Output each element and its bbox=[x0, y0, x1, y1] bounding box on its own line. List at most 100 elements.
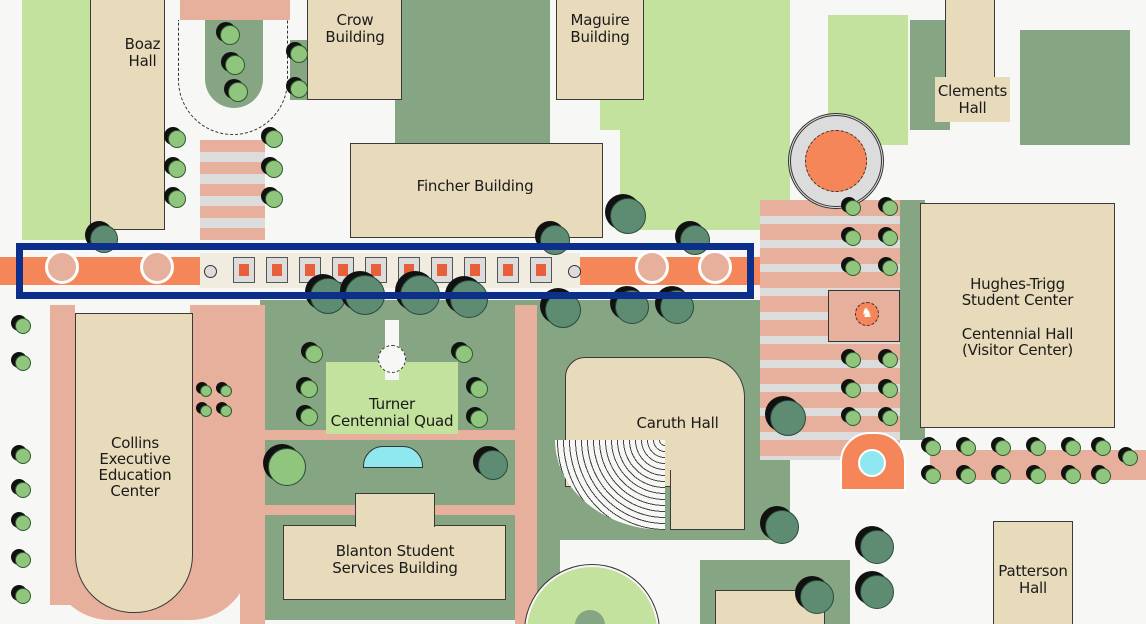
tree bbox=[845, 260, 861, 276]
tree bbox=[220, 405, 232, 417]
walkway-bench-4 bbox=[332, 257, 354, 283]
tree bbox=[1122, 450, 1138, 466]
turner-quad-fountain-circle bbox=[378, 345, 406, 373]
tree bbox=[15, 588, 31, 604]
tree bbox=[995, 440, 1011, 456]
east-fountain-water bbox=[858, 449, 886, 477]
paving-boaz-south bbox=[200, 140, 265, 240]
east-fountain-plaza bbox=[840, 432, 906, 491]
tree bbox=[220, 385, 232, 397]
tree bbox=[845, 200, 861, 216]
tree bbox=[470, 410, 488, 428]
tree bbox=[15, 515, 31, 531]
large-tree bbox=[680, 225, 710, 255]
tree bbox=[15, 318, 31, 334]
tree bbox=[290, 45, 308, 63]
tree bbox=[925, 468, 941, 484]
tree bbox=[305, 345, 323, 363]
tree bbox=[228, 82, 248, 102]
grass-clements-right bbox=[1020, 30, 1130, 145]
lawn-east-strip bbox=[760, 0, 790, 215]
highlighted-walkway-box[interactable] bbox=[16, 243, 754, 299]
collins-center-building[interactable] bbox=[75, 313, 193, 613]
tree bbox=[882, 352, 898, 368]
boaz-hall-building[interactable] bbox=[90, 0, 165, 230]
walkway-planter-3 bbox=[635, 250, 669, 284]
large-tree bbox=[478, 450, 508, 480]
tree bbox=[168, 190, 186, 208]
large-tree bbox=[860, 575, 894, 609]
tree bbox=[1030, 468, 1046, 484]
walkway-bench-3 bbox=[299, 257, 321, 283]
south-circle-garden-center bbox=[575, 610, 605, 624]
tree bbox=[15, 355, 31, 371]
crow-building[interactable] bbox=[307, 0, 402, 100]
hughes-trigg-building[interactable] bbox=[920, 203, 1115, 428]
tree bbox=[960, 468, 976, 484]
tree bbox=[220, 25, 240, 45]
tree bbox=[882, 200, 898, 216]
tree bbox=[225, 55, 245, 75]
paving-quad-cross bbox=[262, 430, 517, 440]
tree bbox=[1065, 468, 1081, 484]
patterson-hall-building[interactable] bbox=[993, 521, 1073, 624]
tree bbox=[995, 468, 1011, 484]
tree bbox=[300, 408, 318, 426]
walkway-planter-2 bbox=[140, 250, 174, 284]
clements-hall-building[interactable] bbox=[945, 0, 995, 80]
walkway-bench-2 bbox=[266, 257, 288, 283]
paving-quad-east bbox=[515, 305, 537, 624]
tree bbox=[300, 380, 318, 398]
tree bbox=[882, 260, 898, 276]
large-tree bbox=[610, 198, 646, 234]
large-tree bbox=[540, 225, 570, 255]
tree bbox=[265, 130, 283, 148]
tree bbox=[1065, 440, 1081, 456]
tree bbox=[265, 190, 283, 208]
large-tree bbox=[800, 580, 834, 614]
mustang-statue-icon: ♞ bbox=[855, 302, 879, 326]
tree bbox=[290, 80, 308, 98]
fincher-building-label: Fincher Building bbox=[416, 177, 534, 195]
tree bbox=[882, 382, 898, 398]
tree bbox=[1095, 468, 1111, 484]
tree bbox=[265, 160, 283, 178]
tree bbox=[960, 440, 976, 456]
tree bbox=[882, 410, 898, 426]
large-tree bbox=[860, 530, 894, 564]
tree bbox=[845, 382, 861, 398]
walkway-marker-west-icon bbox=[204, 265, 217, 278]
tree bbox=[882, 230, 898, 246]
walkway-marker-east-icon bbox=[568, 265, 581, 278]
walkway-bench-8b bbox=[497, 257, 519, 283]
tree bbox=[15, 448, 31, 464]
walkway-planter-4 bbox=[698, 250, 732, 284]
clements-hall-wing[interactable] bbox=[935, 77, 1010, 122]
tree bbox=[455, 345, 473, 363]
collins-center-label: Collins Executive Education Center bbox=[98, 434, 172, 500]
grass-crow-maguire bbox=[395, 0, 550, 150]
caruth-hall-wing[interactable] bbox=[670, 470, 745, 530]
tree bbox=[1030, 440, 1046, 456]
tree bbox=[470, 380, 488, 398]
blanton-building-top[interactable] bbox=[355, 493, 435, 527]
large-tree bbox=[268, 448, 306, 486]
tree bbox=[15, 552, 31, 568]
tree bbox=[925, 440, 941, 456]
large-tree bbox=[450, 280, 488, 318]
maguire-building[interactable] bbox=[556, 0, 644, 100]
large-tree bbox=[770, 400, 806, 436]
tree bbox=[1095, 440, 1111, 456]
walkway-bench-9 bbox=[530, 257, 552, 283]
paving-boaz-court bbox=[180, 0, 290, 20]
tree bbox=[845, 230, 861, 246]
fincher-building[interactable] bbox=[350, 143, 603, 238]
roundabout-center bbox=[805, 130, 867, 192]
